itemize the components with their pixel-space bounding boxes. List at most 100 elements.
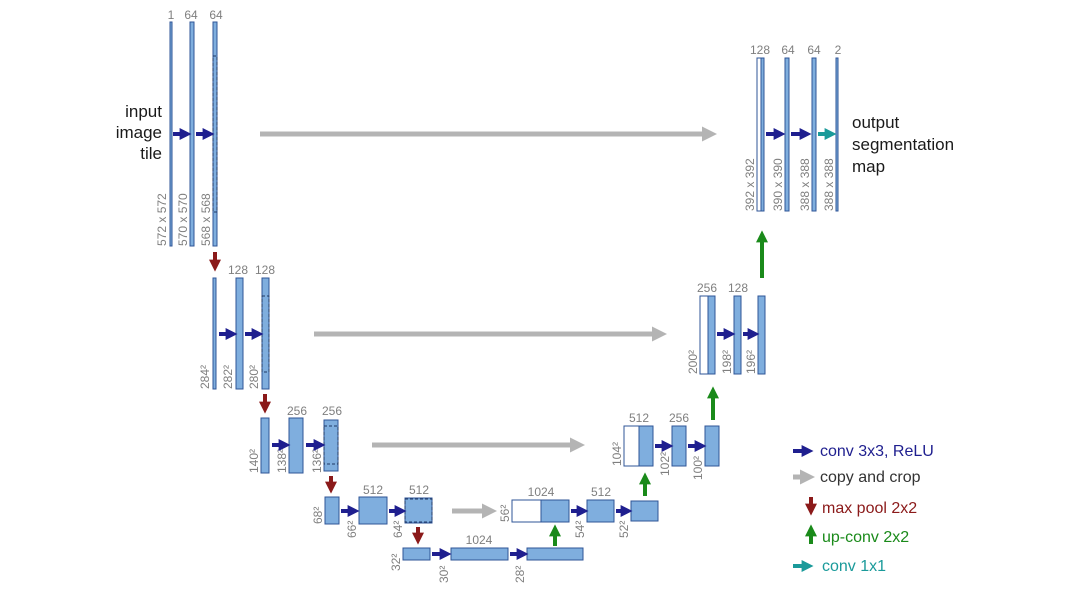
size-label: 388 x 388 bbox=[798, 158, 812, 211]
feature-map bbox=[707, 295, 716, 375]
size-label: 66² bbox=[345, 521, 359, 538]
feature-map bbox=[638, 425, 654, 467]
size-label: 140² bbox=[247, 449, 261, 473]
encoder-level-3: 256 256 140² 138² 136² bbox=[247, 404, 342, 474]
channel-label: 1024 bbox=[466, 533, 493, 547]
size-label: 32² bbox=[389, 554, 403, 571]
channel-label: 2 bbox=[835, 43, 842, 57]
feature-map bbox=[402, 547, 431, 561]
feature-map bbox=[288, 417, 304, 474]
size-label: 198² bbox=[720, 350, 734, 374]
output-label: output segmentation map bbox=[852, 113, 954, 176]
size-label: 64² bbox=[391, 521, 405, 538]
size-label: 570 x 570 bbox=[176, 193, 190, 246]
feature-map bbox=[630, 500, 659, 522]
input-label-line3: tile bbox=[140, 144, 162, 163]
legend-label-upconv: up-conv 2x2 bbox=[822, 529, 909, 546]
feature-map bbox=[324, 496, 340, 525]
copied-feature-map bbox=[511, 499, 542, 523]
feature-map bbox=[784, 57, 790, 212]
feature-map bbox=[757, 295, 766, 375]
channel-label: 512 bbox=[591, 485, 611, 499]
feature-map bbox=[212, 277, 217, 390]
copied-feature-map bbox=[756, 57, 762, 212]
size-label: 136² bbox=[310, 449, 324, 473]
size-label: 200² bbox=[686, 350, 700, 374]
legend-label-conv1x1: conv 1x1 bbox=[822, 558, 886, 575]
size-label: 282² bbox=[221, 365, 235, 389]
channel-label: 256 bbox=[322, 404, 342, 418]
channel-label: 64 bbox=[184, 8, 198, 22]
size-label: 52² bbox=[617, 521, 631, 538]
copied-feature-map bbox=[623, 425, 640, 467]
decoder-level-3: 512 256 104² 102² 100² bbox=[610, 411, 720, 480]
size-label: 54² bbox=[573, 521, 587, 538]
legend-label-copy: copy and crop bbox=[820, 469, 921, 486]
channel-label: 1024 bbox=[528, 485, 555, 499]
channel-label: 256 bbox=[669, 411, 689, 425]
feature-map bbox=[760, 57, 765, 212]
channel-label: 64 bbox=[781, 43, 795, 57]
channel-label: 128 bbox=[728, 281, 748, 295]
decoder-level-1: 128 64 64 2 392 x 392 390 x 390 388 x 38… bbox=[743, 43, 842, 212]
size-label: 138² bbox=[275, 449, 289, 473]
legend-label-conv: conv 3x3, ReLU bbox=[820, 443, 934, 460]
size-label: 100² bbox=[691, 456, 705, 480]
size-label: 392 x 392 bbox=[743, 158, 757, 211]
feature-map bbox=[733, 295, 742, 375]
encoder-level-1: 1 64 64 572 x 572 570 x 570 568 x 568 bbox=[155, 8, 223, 247]
legend: conv 3x3, ReLU copy and crop max pool 2x… bbox=[793, 443, 934, 575]
feature-map bbox=[704, 425, 720, 467]
size-label: 56² bbox=[498, 505, 512, 522]
legend-label-pool: max pool 2x2 bbox=[822, 500, 917, 517]
feature-map bbox=[358, 496, 388, 525]
feature-map bbox=[540, 499, 570, 523]
channel-label: 64 bbox=[209, 8, 223, 22]
feature-map bbox=[811, 57, 817, 212]
size-label: 390 x 390 bbox=[771, 158, 785, 211]
size-label: 68² bbox=[311, 507, 325, 524]
feature-map bbox=[671, 425, 687, 467]
channel-label: 128 bbox=[228, 263, 248, 277]
channel-label: 512 bbox=[409, 483, 429, 497]
feature-map bbox=[189, 21, 195, 247]
encoder-level-4: 512 512 68² 66² 64² bbox=[311, 483, 433, 538]
channel-label: 1 bbox=[168, 8, 175, 22]
channel-label: 512 bbox=[629, 411, 649, 425]
feature-map bbox=[260, 417, 270, 474]
size-label: 388 x 388 bbox=[822, 158, 836, 211]
input-label-line2: image bbox=[116, 123, 162, 142]
size-label: 28² bbox=[513, 566, 527, 583]
output-label-line3: map bbox=[852, 157, 885, 176]
output-label-line2: segmentation bbox=[852, 135, 954, 154]
size-label: 104² bbox=[610, 442, 624, 466]
channel-label: 256 bbox=[697, 281, 717, 295]
channel-label: 64 bbox=[807, 43, 821, 57]
feature-map-input bbox=[169, 21, 173, 247]
channel-label: 128 bbox=[750, 43, 770, 57]
channel-label: 256 bbox=[287, 404, 307, 418]
encoder-level-2: 128 128 284² 282² 280² bbox=[198, 263, 275, 390]
size-label: 572 x 572 bbox=[155, 193, 169, 246]
bottleneck: 1024 32² 30² 28² bbox=[389, 533, 584, 583]
input-label-line1: input bbox=[125, 102, 162, 121]
size-label: 568 x 568 bbox=[199, 193, 213, 246]
decoder-level-2: 256 128 200² 198² 196² bbox=[686, 281, 766, 375]
feature-map bbox=[323, 419, 339, 472]
input-label: input image tile bbox=[116, 102, 163, 163]
feature-map bbox=[404, 497, 433, 524]
feature-map bbox=[526, 547, 584, 561]
size-label: 30² bbox=[437, 566, 451, 583]
channel-label: 128 bbox=[255, 263, 275, 277]
feature-map bbox=[586, 499, 615, 523]
feature-map bbox=[450, 547, 509, 561]
size-label: 284² bbox=[198, 365, 212, 389]
copied-feature-map bbox=[699, 295, 709, 375]
size-label: 102² bbox=[658, 452, 672, 476]
output-label-line1: output bbox=[852, 113, 900, 132]
size-label: 280² bbox=[247, 365, 261, 389]
feature-map bbox=[235, 277, 244, 390]
feature-map-output bbox=[835, 57, 839, 212]
size-label: 196² bbox=[744, 350, 758, 374]
